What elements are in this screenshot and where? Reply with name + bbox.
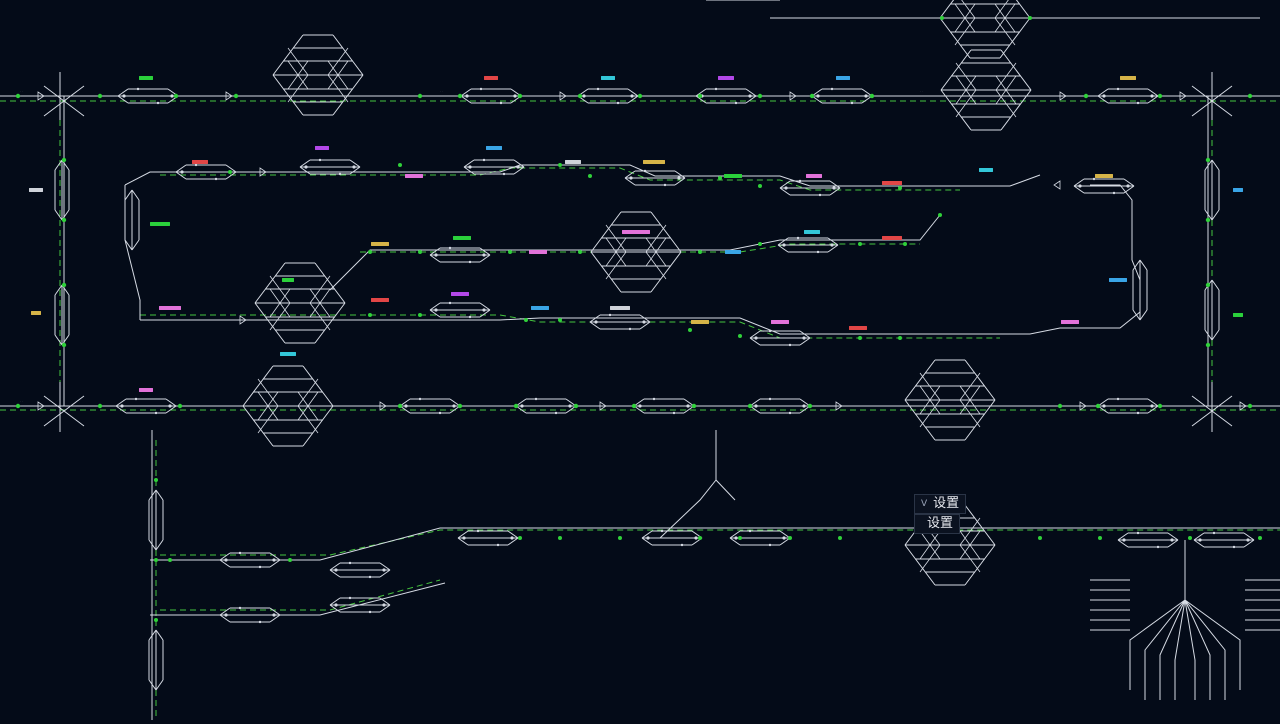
context-menu-label: 设置: [933, 496, 960, 511]
station-badge-34[interactable]: [691, 320, 709, 324]
station-badge-12[interactable]: [724, 174, 742, 178]
svg-text:· ·: · ·: [920, 89, 923, 93]
station-badge-8[interactable]: [315, 146, 329, 150]
station-badge-23[interactable]: [529, 250, 547, 254]
station-badge-30[interactable]: [371, 298, 389, 302]
station-badge-40[interactable]: [1233, 313, 1243, 317]
station-badge-26[interactable]: [804, 230, 820, 234]
station-badge-32[interactable]: [531, 306, 549, 310]
station-badge-17[interactable]: [405, 174, 423, 178]
station-badge-10[interactable]: [565, 160, 581, 164]
station-badge-41[interactable]: [139, 388, 153, 392]
station-badge-29[interactable]: [282, 278, 294, 282]
station-badge-5[interactable]: [836, 76, 850, 80]
station-badges: [29, 76, 1243, 392]
station-badge-22[interactable]: [453, 236, 471, 240]
context-menu-label: 设置: [927, 516, 954, 531]
svg-text:· ·: · ·: [20, 399, 23, 403]
context-menu-item-set-v[interactable]: V 设置: [914, 494, 967, 514]
svg-text:· ·: · ·: [20, 89, 23, 93]
station-badge-19[interactable]: [29, 188, 43, 192]
station-badge-36[interactable]: [849, 326, 867, 330]
station-badge-21[interactable]: [371, 242, 389, 246]
svg-text:· ·: · ·: [600, 399, 603, 403]
shortcut-key: V: [921, 499, 928, 509]
station-badge-9[interactable]: [486, 146, 502, 150]
station-badge-4[interactable]: [718, 76, 734, 80]
station-badge-38[interactable]: [1109, 278, 1127, 282]
corner-junctions: [43, 72, 1233, 432]
station-badge-27[interactable]: [882, 236, 902, 240]
station-badge-7[interactable]: [192, 160, 208, 164]
micro-track-text: · · · · · · · · · · · ·: [20, 89, 923, 403]
station-badge-39[interactable]: [31, 311, 41, 315]
signal-markers: [15, 16, 1262, 622]
station-badge-13[interactable]: [806, 174, 822, 178]
station-badge-37[interactable]: [1061, 320, 1079, 324]
station-badge-42[interactable]: [280, 352, 296, 356]
station-badge-6[interactable]: [1120, 76, 1136, 80]
direction-markers: [37, 91, 1247, 411]
station-badge-20[interactable]: [150, 222, 170, 226]
station-badge-2[interactable]: [484, 76, 498, 80]
station-badge-11[interactable]: [643, 160, 665, 164]
station-badge-25[interactable]: [725, 250, 741, 254]
station-badge-16[interactable]: [1095, 174, 1113, 178]
station-badge-14[interactable]: [882, 181, 902, 185]
yards: [242, 0, 1032, 586]
station-badge-18[interactable]: [1233, 188, 1243, 192]
station-badge-3[interactable]: [601, 76, 615, 80]
inner-loop-stations: [175, 158, 1255, 624]
fan-yard: [1090, 579, 1280, 700]
station-badge-24[interactable]: [622, 230, 650, 234]
svg-text:· ·: · ·: [440, 89, 443, 93]
context-menu-item-set[interactable]: 设置: [914, 514, 961, 534]
station-badge-28[interactable]: [159, 306, 181, 310]
station-badge-15[interactable]: [979, 168, 993, 172]
svg-text:· ·: · ·: [120, 89, 123, 93]
station-badge-1[interactable]: [139, 76, 153, 80]
station-badge-33[interactable]: [610, 306, 630, 310]
station-badge-31[interactable]: [451, 292, 469, 296]
side-line-stations: [54, 159, 1220, 691]
station-badge-35[interactable]: [771, 320, 789, 324]
